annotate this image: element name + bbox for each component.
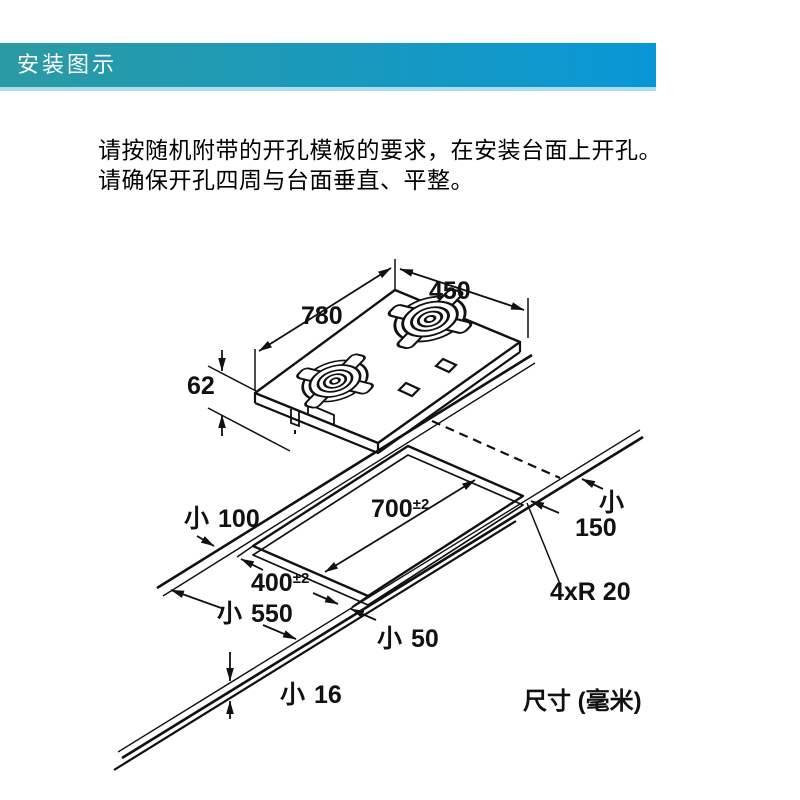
dim-780-label: 780 — [301, 302, 343, 330]
intro-paragraph: 请按随机附带的开孔模板的要求，在安装台面上开孔。 请确保开孔四周与台面垂直、平整… — [98, 136, 758, 195]
dimension-lines — [170, 267, 604, 719]
glass-pad — [434, 357, 458, 374]
min-right-prefix-label: 小 — [599, 489, 624, 517]
cooktop-drawing — [253, 283, 522, 455]
units-note: 尺寸 (毫米) — [523, 687, 642, 715]
dim-400-label: 400±2 — [251, 569, 309, 597]
dashed-projection-line — [431, 419, 561, 480]
min-right-value-label: 150 — [575, 514, 617, 542]
dim-62-label: 62 — [187, 372, 215, 400]
glass-pad — [397, 381, 421, 398]
countertop-drawing — [113, 353, 644, 771]
cutout-drawing — [236, 444, 525, 608]
intro-line-1: 请按随机附带的开孔模板的要求，在安装台面上开孔。 — [98, 137, 662, 163]
dim-700-label: 700±2 — [371, 495, 429, 523]
section-header-bar: 安装图示 — [0, 43, 656, 87]
header-underline — [0, 87, 656, 91]
dim-450-label: 450 — [429, 277, 471, 305]
page-title: 安装图示 — [17, 52, 118, 77]
intro-line-2: 请确保开孔四周与台面垂直、平整。 — [98, 166, 474, 193]
corner-radius-label: 4xR 20 — [550, 578, 631, 606]
